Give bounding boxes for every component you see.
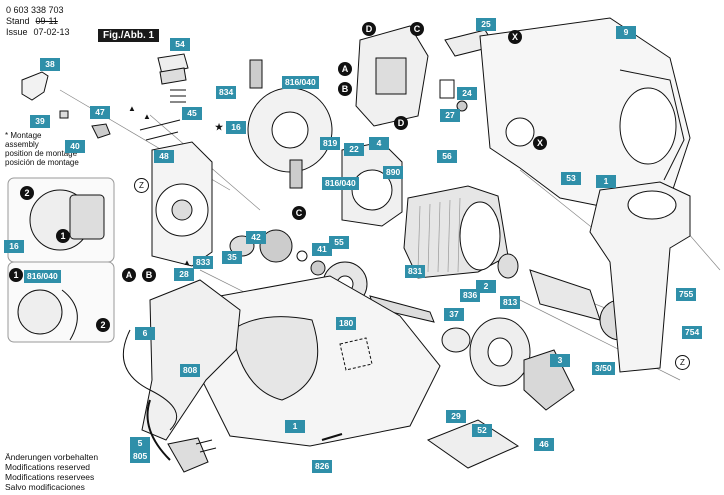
marker-b-top: B [338,82,352,96]
part-label-37: 37 [444,308,464,321]
marker-2-inset-bottom: 2 [96,318,110,332]
part-label-55: 55 [329,236,349,249]
triangle-833-marker: ▲ [183,258,191,267]
part-label-27: 27 [440,109,460,122]
part-label-46: 46 [534,438,554,451]
note-line2: assembly [5,140,39,149]
part-label-29: 29 [446,410,466,423]
part-label-816-inset: 816/040 [24,270,61,283]
marker-x-top: X [508,30,522,44]
part-label-39: 39 [30,115,50,128]
part-label-9: 9 [616,26,636,39]
part-label-826: 826 [312,460,333,473]
footer-line1: Änderungen vorbehalten [5,452,99,462]
part-label-805: 805 [130,450,151,463]
marker-z-right: Z [675,355,690,370]
note-line4: posición de montage [5,158,79,167]
issue-date: 07-02-13 [33,27,70,37]
part-label-6: 6 [135,327,155,340]
part-label-41: 41 [312,243,332,256]
part-label-816-top: 816/040 [282,76,319,89]
figure-label: Fig./Abb. 1 [98,29,160,42]
part-label-28: 28 [174,268,194,281]
part-label-836: 836 [460,289,481,302]
marker-a-bottom: A [122,268,136,282]
footer-line2: Modifications reserved [5,462,91,472]
part-label-831: 831 [405,265,426,278]
part-label-808: 808 [180,364,201,377]
note-symbol: * [5,131,9,140]
part-label-350: 3/50 [592,362,615,375]
part-label-53: 53 [561,172,581,185]
stand-old-date: 09-11 [35,16,58,26]
part-label-813: 813 [500,296,521,309]
part-label-2: 2 [476,280,496,293]
marker-d-mid: D [394,116,408,130]
marker-c-mid: C [292,206,306,220]
part-label-45: 45 [182,107,202,120]
part-label-35: 35 [222,251,242,264]
part-label-42: 42 [246,231,266,244]
part-label-834: 834 [216,86,237,99]
document-number: 0 603 338 703 [6,5,64,15]
triangle-marker-48: ▲ [143,112,151,121]
footer-note: Änderungen vorbehalten Modifications res… [5,452,98,492]
marker-1-inset-bottom: 1 [9,268,23,282]
part-label-5: 5 [130,437,150,450]
marker-a-top: A [338,62,352,76]
part-label-755: 755 [676,288,697,301]
part-label-180: 180 [336,317,357,330]
part-label-48: 48 [154,150,174,163]
marker-b-bottom: B [142,268,156,282]
assembly-note: * Montage assembly position de montage p… [5,131,79,167]
part-label-22: 22 [344,143,364,156]
part-label-52: 52 [472,424,492,437]
part-label-3: 3 [550,354,570,367]
part-label-16-inset: 16 [4,240,24,253]
document-header: 0 603 338 703 Stand 09-11 Issue 07-02-13 [6,5,70,38]
part-label-47: 47 [90,106,110,119]
part-label-56: 56 [437,150,457,163]
marker-1-inset-top: 1 [56,229,70,243]
issue-label: Issue [6,27,28,37]
part-label-16-brush: 16 [226,121,246,134]
marker-c-top: C [410,22,424,36]
part-label-833: 833 [193,256,214,269]
note-line1: Montage [10,131,42,140]
note-line3: position de montage [5,149,78,158]
star-16-marker: ★ [215,122,224,132]
part-label-1-housing: 1 [596,175,616,188]
part-label-4: 4 [369,137,389,150]
marker-z-left: Z [134,178,149,193]
footer-line4: Salvo modificaciones [5,482,85,492]
marker-d-top: D [362,22,376,36]
marker-2-inset-top: 2 [20,186,34,200]
stand-label: Stand [6,16,30,26]
marker-x-mid: X [533,136,547,150]
part-label-54: 54 [170,38,190,51]
part-label-1-main: 1 [285,420,305,433]
part-label-819: 819 [320,137,341,150]
triangle-marker-39: ▲ [128,104,136,113]
part-label-38: 38 [40,58,60,71]
footer-line3: Modifications reservees [5,472,95,482]
part-label-40: 40 [65,140,85,153]
part-label-754: 754 [682,326,703,339]
part-label-890: 890 [383,166,404,179]
part-label-24: 24 [457,87,477,100]
part-label-25: 25 [476,18,496,31]
part-label-816-mid: 816/040 [322,177,359,190]
